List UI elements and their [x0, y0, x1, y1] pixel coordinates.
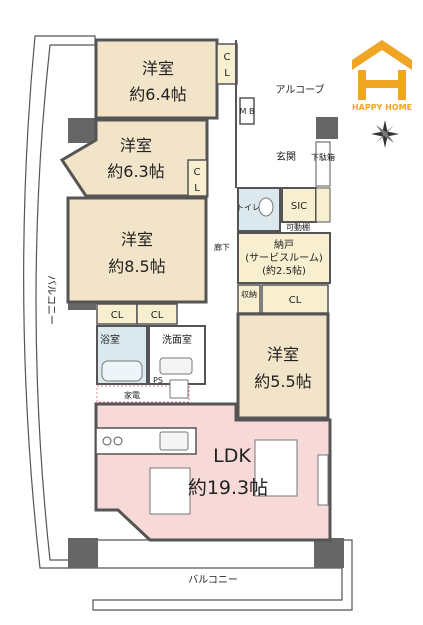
storage-name: 納戸: [274, 238, 294, 251]
storage-subtitle: (サービスルーム): [245, 252, 323, 264]
mb-label: M B: [240, 107, 255, 116]
bedroom-4-name: 洋室: [267, 345, 299, 364]
closet-label: CL: [289, 295, 302, 306]
bedroom-3-name: 洋室: [121, 230, 153, 249]
sic-label: SIC: [291, 201, 307, 212]
alcove-label: アルコーブ: [275, 83, 324, 96]
stove-burner-icon: [102, 436, 112, 446]
column: [68, 538, 98, 568]
ps-label: PS: [153, 376, 163, 385]
toilet-label: トイレ: [236, 203, 260, 212]
corridor-label: 廊下: [214, 242, 230, 252]
stove-burner-icon: [113, 436, 123, 446]
sofa: [254, 439, 298, 497]
tv-board: [317, 454, 329, 506]
closet-label: L: [194, 183, 200, 194]
sic: [281, 187, 317, 223]
dining-table: [149, 467, 191, 515]
brand-name: HAPPY HOME: [352, 103, 412, 112]
bedroom-2: [59, 118, 209, 198]
movable-shelf-label: 可動棚: [286, 222, 310, 232]
bedroom-3: [66, 196, 208, 304]
washbasin-icon: [159, 357, 193, 375]
side-balcony-outline: [23, 35, 96, 569]
storage-small-label: 収納: [241, 289, 257, 299]
side-balcony-label: バルコニー: [45, 275, 57, 325]
column: [314, 538, 344, 568]
bottom-balcony-label: バルコニー: [188, 574, 238, 586]
closet: [187, 159, 208, 197]
sink-icon: [159, 431, 189, 451]
bedroom-4-area: 約5.5帖: [254, 372, 311, 391]
bath-label: 浴室: [100, 333, 120, 346]
mb-shaft: [239, 97, 255, 125]
shoebox-label: 下駄箱: [311, 152, 335, 162]
ldk-name: LDK: [213, 445, 251, 467]
bedroom-1: [94, 38, 219, 120]
column: [316, 117, 338, 139]
closet-label: C: [224, 52, 231, 63]
appliance-space: [96, 385, 190, 403]
bedroom-1-area: 約6.4帖: [129, 85, 186, 104]
ldk-area: 約19.3帖: [188, 477, 268, 499]
house-logo-icon: [352, 40, 412, 100]
entrance-label: 玄関: [276, 150, 296, 163]
bedroom-2-area: 約6.3帖: [107, 162, 164, 181]
closet-label: CL: [151, 310, 164, 321]
fridge-space: [169, 379, 189, 399]
storage-small: [237, 284, 261, 314]
storage-room: [237, 232, 331, 284]
bedroom-1-name: 洋室: [142, 59, 174, 78]
closet-label: CL: [111, 310, 124, 321]
washroom-label: 洗面室: [162, 333, 192, 346]
appliance-label: 家電: [124, 390, 140, 400]
closet-label: C: [194, 167, 201, 178]
toilet-icon: [258, 197, 274, 217]
storage-area: (約2.5帖): [262, 264, 306, 277]
bedroom-3-area: 約8.5帖: [108, 257, 165, 276]
bedroom-2-name: 洋室: [120, 136, 152, 155]
shoebox: [315, 141, 331, 187]
movable-shelf: [315, 187, 331, 223]
bathtub-icon: [101, 360, 143, 382]
column: [68, 118, 96, 143]
compass-rose-icon: [371, 120, 399, 148]
bedroom-4: [236, 312, 330, 420]
closet: [136, 303, 178, 325]
closet: [261, 284, 329, 314]
bottom-balcony-outline: [69, 539, 353, 611]
closet-label: L: [224, 68, 230, 79]
